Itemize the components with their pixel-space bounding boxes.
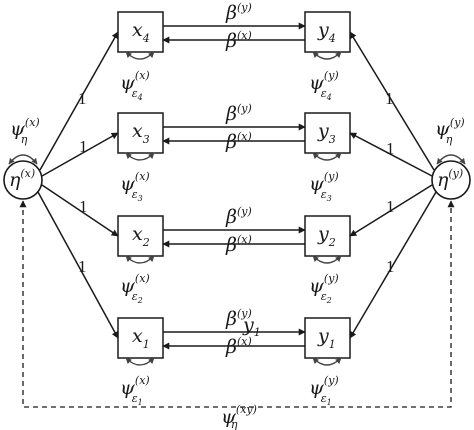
beta-x-label-2: β(x) bbox=[225, 233, 252, 256]
eta-y-label: η(y) bbox=[437, 167, 463, 191]
loading-arrow-x1 bbox=[37, 191, 119, 339]
row-2: x2 y2 β(y) β(x) ψ(x)ε2 ψ(y)ε2 bbox=[117, 205, 351, 305]
beta-y-label-3: β(y) bbox=[225, 102, 252, 125]
psi-eta-xy-label: ψ(xy)η bbox=[221, 403, 257, 430]
x3-label: x3 bbox=[132, 120, 150, 146]
psi-eps-y3-label: ψ(y)ε3 bbox=[309, 170, 339, 203]
x1-label: x1 bbox=[132, 325, 150, 351]
row-1: x1 y1 β(y) y1 β(x) ψ(x)ε1 ψ(y)ε1 bbox=[117, 307, 351, 407]
x3-box bbox=[117, 112, 164, 154]
beta-x-label-3: β(x) bbox=[225, 130, 252, 153]
psi-eps-y4-label: ψ(y)ε4 bbox=[309, 69, 339, 102]
y4-residual-arc bbox=[312, 51, 342, 60]
x1-box bbox=[117, 317, 164, 359]
x4-label: x4 bbox=[132, 19, 150, 45]
psi-eps-x2-label: ψ(x)ε2 bbox=[120, 272, 150, 305]
eta-x-variance-arc bbox=[8, 154, 38, 165]
x4-box bbox=[117, 11, 164, 53]
loading-arrow-y4 bbox=[349, 31, 435, 171]
y3-label: y3 bbox=[317, 120, 336, 146]
y4-label: y4 bbox=[317, 19, 336, 45]
loading-label-x1: 1 bbox=[78, 257, 87, 276]
row-4: x4 y4 β(y) β(x) ψ(x)ε4 ψ(y)ε4 bbox=[117, 1, 351, 102]
x2-residual-arc bbox=[125, 255, 155, 264]
psi-eps-y2-label: ψ(y)ε2 bbox=[309, 272, 339, 305]
x2-label: x2 bbox=[132, 223, 150, 249]
loading-label-x2: 1 bbox=[79, 197, 88, 216]
loading-label-y2: 1 bbox=[386, 197, 395, 216]
eta-y-variance-arc bbox=[436, 154, 466, 165]
psi-eps-x1-label: ψ(x)ε1 bbox=[120, 374, 150, 407]
loading-label-x4: 1 bbox=[78, 89, 87, 108]
beta-y-label-2: β(y) bbox=[225, 205, 252, 228]
loading-label-y3: 1 bbox=[386, 139, 395, 158]
loading-arrow-x2 bbox=[41, 184, 119, 237]
beta-y-label-1: β(y) bbox=[225, 307, 252, 330]
row-3: x3 y3 β(y) β(x) ψ(x)ε3 ψ(y)ε3 bbox=[117, 102, 351, 203]
loading-arrow-x4 bbox=[39, 31, 119, 171]
beta-y-label-4: β(y) bbox=[225, 1, 252, 24]
y1-residual-arc bbox=[312, 357, 342, 366]
x4-residual-arc bbox=[125, 51, 155, 60]
x1-residual-arc bbox=[125, 357, 155, 366]
eta-x-label: η(x) bbox=[9, 167, 35, 191]
beta-x-label-1: β(x) bbox=[225, 335, 252, 358]
beta-x-label-4: β(x) bbox=[225, 29, 252, 52]
psi-eta-x-label: ψ(x)η bbox=[10, 116, 40, 146]
x3-residual-arc bbox=[125, 152, 155, 161]
psi-eta-y-label: ψ(y)η bbox=[435, 116, 465, 146]
psi-eps-x4-label: ψ(x)ε4 bbox=[120, 69, 150, 102]
stray-y1-label: y1 bbox=[242, 314, 261, 339]
y2-label: y2 bbox=[317, 223, 336, 249]
latent-covariance-path bbox=[19, 200, 455, 408]
loading-arrow-y1 bbox=[349, 191, 437, 339]
psi-eps-x3-label: ψ(x)ε3 bbox=[120, 170, 150, 203]
y1-label: y1 bbox=[317, 325, 336, 351]
psi-eps-y1-label: ψ(y)ε1 bbox=[309, 374, 339, 407]
y3-residual-arc bbox=[312, 152, 342, 161]
loading-label-y4: 1 bbox=[385, 89, 394, 108]
loading-arrow-y3 bbox=[349, 132, 433, 177]
y2-residual-arc bbox=[312, 255, 342, 264]
loading-label-x3: 1 bbox=[79, 137, 88, 156]
loading-label-y1: 1 bbox=[386, 257, 395, 276]
loading-arrow-y2 bbox=[349, 184, 433, 237]
loading-arrow-x3 bbox=[41, 132, 119, 177]
